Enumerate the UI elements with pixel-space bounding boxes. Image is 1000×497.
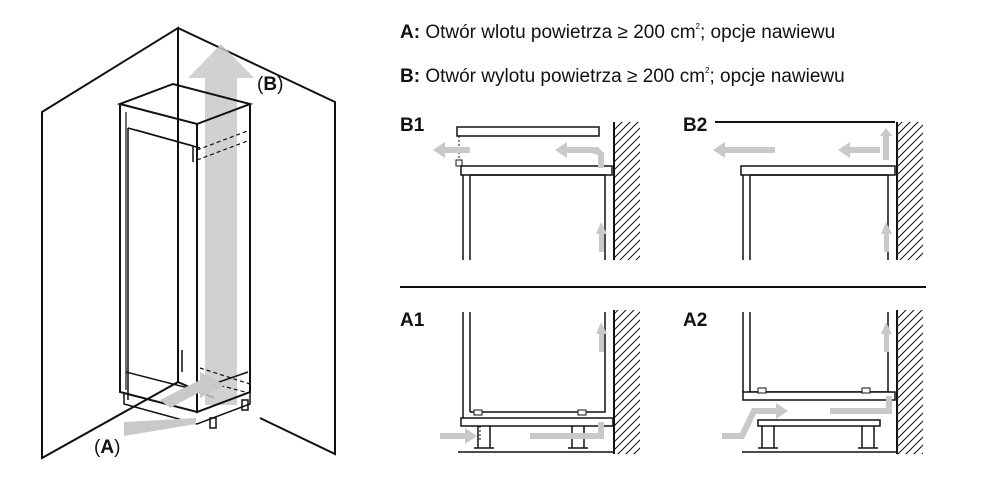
cabinet-label-outlet-key: B — [263, 74, 278, 95]
panel-label-b2: B2 — [683, 115, 708, 136]
panel-b1 — [433, 122, 640, 260]
panel-a2 — [722, 310, 923, 454]
cabinet-box — [116, 82, 254, 425]
panel-label-a1: A1 — [400, 310, 425, 331]
a2-wall-hatch — [897, 310, 923, 454]
legend-inlet-key: A: — [400, 22, 421, 43]
room-wall-left — [41, 26, 179, 460]
b2-wall-hatch — [897, 122, 923, 260]
cabinet-label-inlet: (A) — [94, 437, 120, 459]
inlet-airflow-arrow — [124, 418, 196, 436]
panel-label-a2: A2 — [683, 310, 708, 331]
inlet-airflow-arrow-head — [160, 372, 225, 408]
panel-a1 — [440, 310, 640, 454]
panel-b2 — [713, 121, 923, 260]
legend-inlet-sup: 2 — [695, 22, 700, 31]
legend-outlet-text: Otwór wylotu powietrza ≥ 200 cm — [420, 66, 706, 87]
cabinet-label-outlet-open: ( — [257, 74, 264, 95]
legend-outlet: B: Otwór wylotu powietrza ≥ 200 cm2; opc… — [400, 66, 845, 88]
cabinet-illustration — [41, 26, 336, 460]
legend-inlet-text: Otwór wlotu powietrza ≥ 200 cm — [420, 22, 696, 43]
legend-inlet-options: ; opcje nawiewu — [700, 22, 836, 43]
a1-wall-hatch — [614, 310, 640, 454]
cabinet-label-inlet-close: ) — [114, 437, 121, 458]
legend-outlet-sup: 2 — [705, 66, 710, 75]
cabinet-label-inlet-open: ( — [94, 437, 101, 458]
legend-inlet: A: Otwór wlotu powietrza ≥ 200 cm2; opcj… — [400, 22, 835, 44]
cabinet-label-inlet-key: A — [100, 437, 115, 458]
legend-outlet-key: B: — [400, 66, 421, 87]
cabinet-feet — [209, 399, 249, 429]
b1-wall-hatch — [614, 122, 640, 260]
outlet-airflow-arrow — [188, 44, 254, 405]
legend-outlet-options: ; opcje nawiewu — [709, 66, 845, 87]
cabinet-label-outlet-close: ) — [277, 74, 284, 95]
cabinet-label-outlet: (B) — [257, 74, 283, 96]
panel-label-b1: B1 — [400, 115, 425, 136]
